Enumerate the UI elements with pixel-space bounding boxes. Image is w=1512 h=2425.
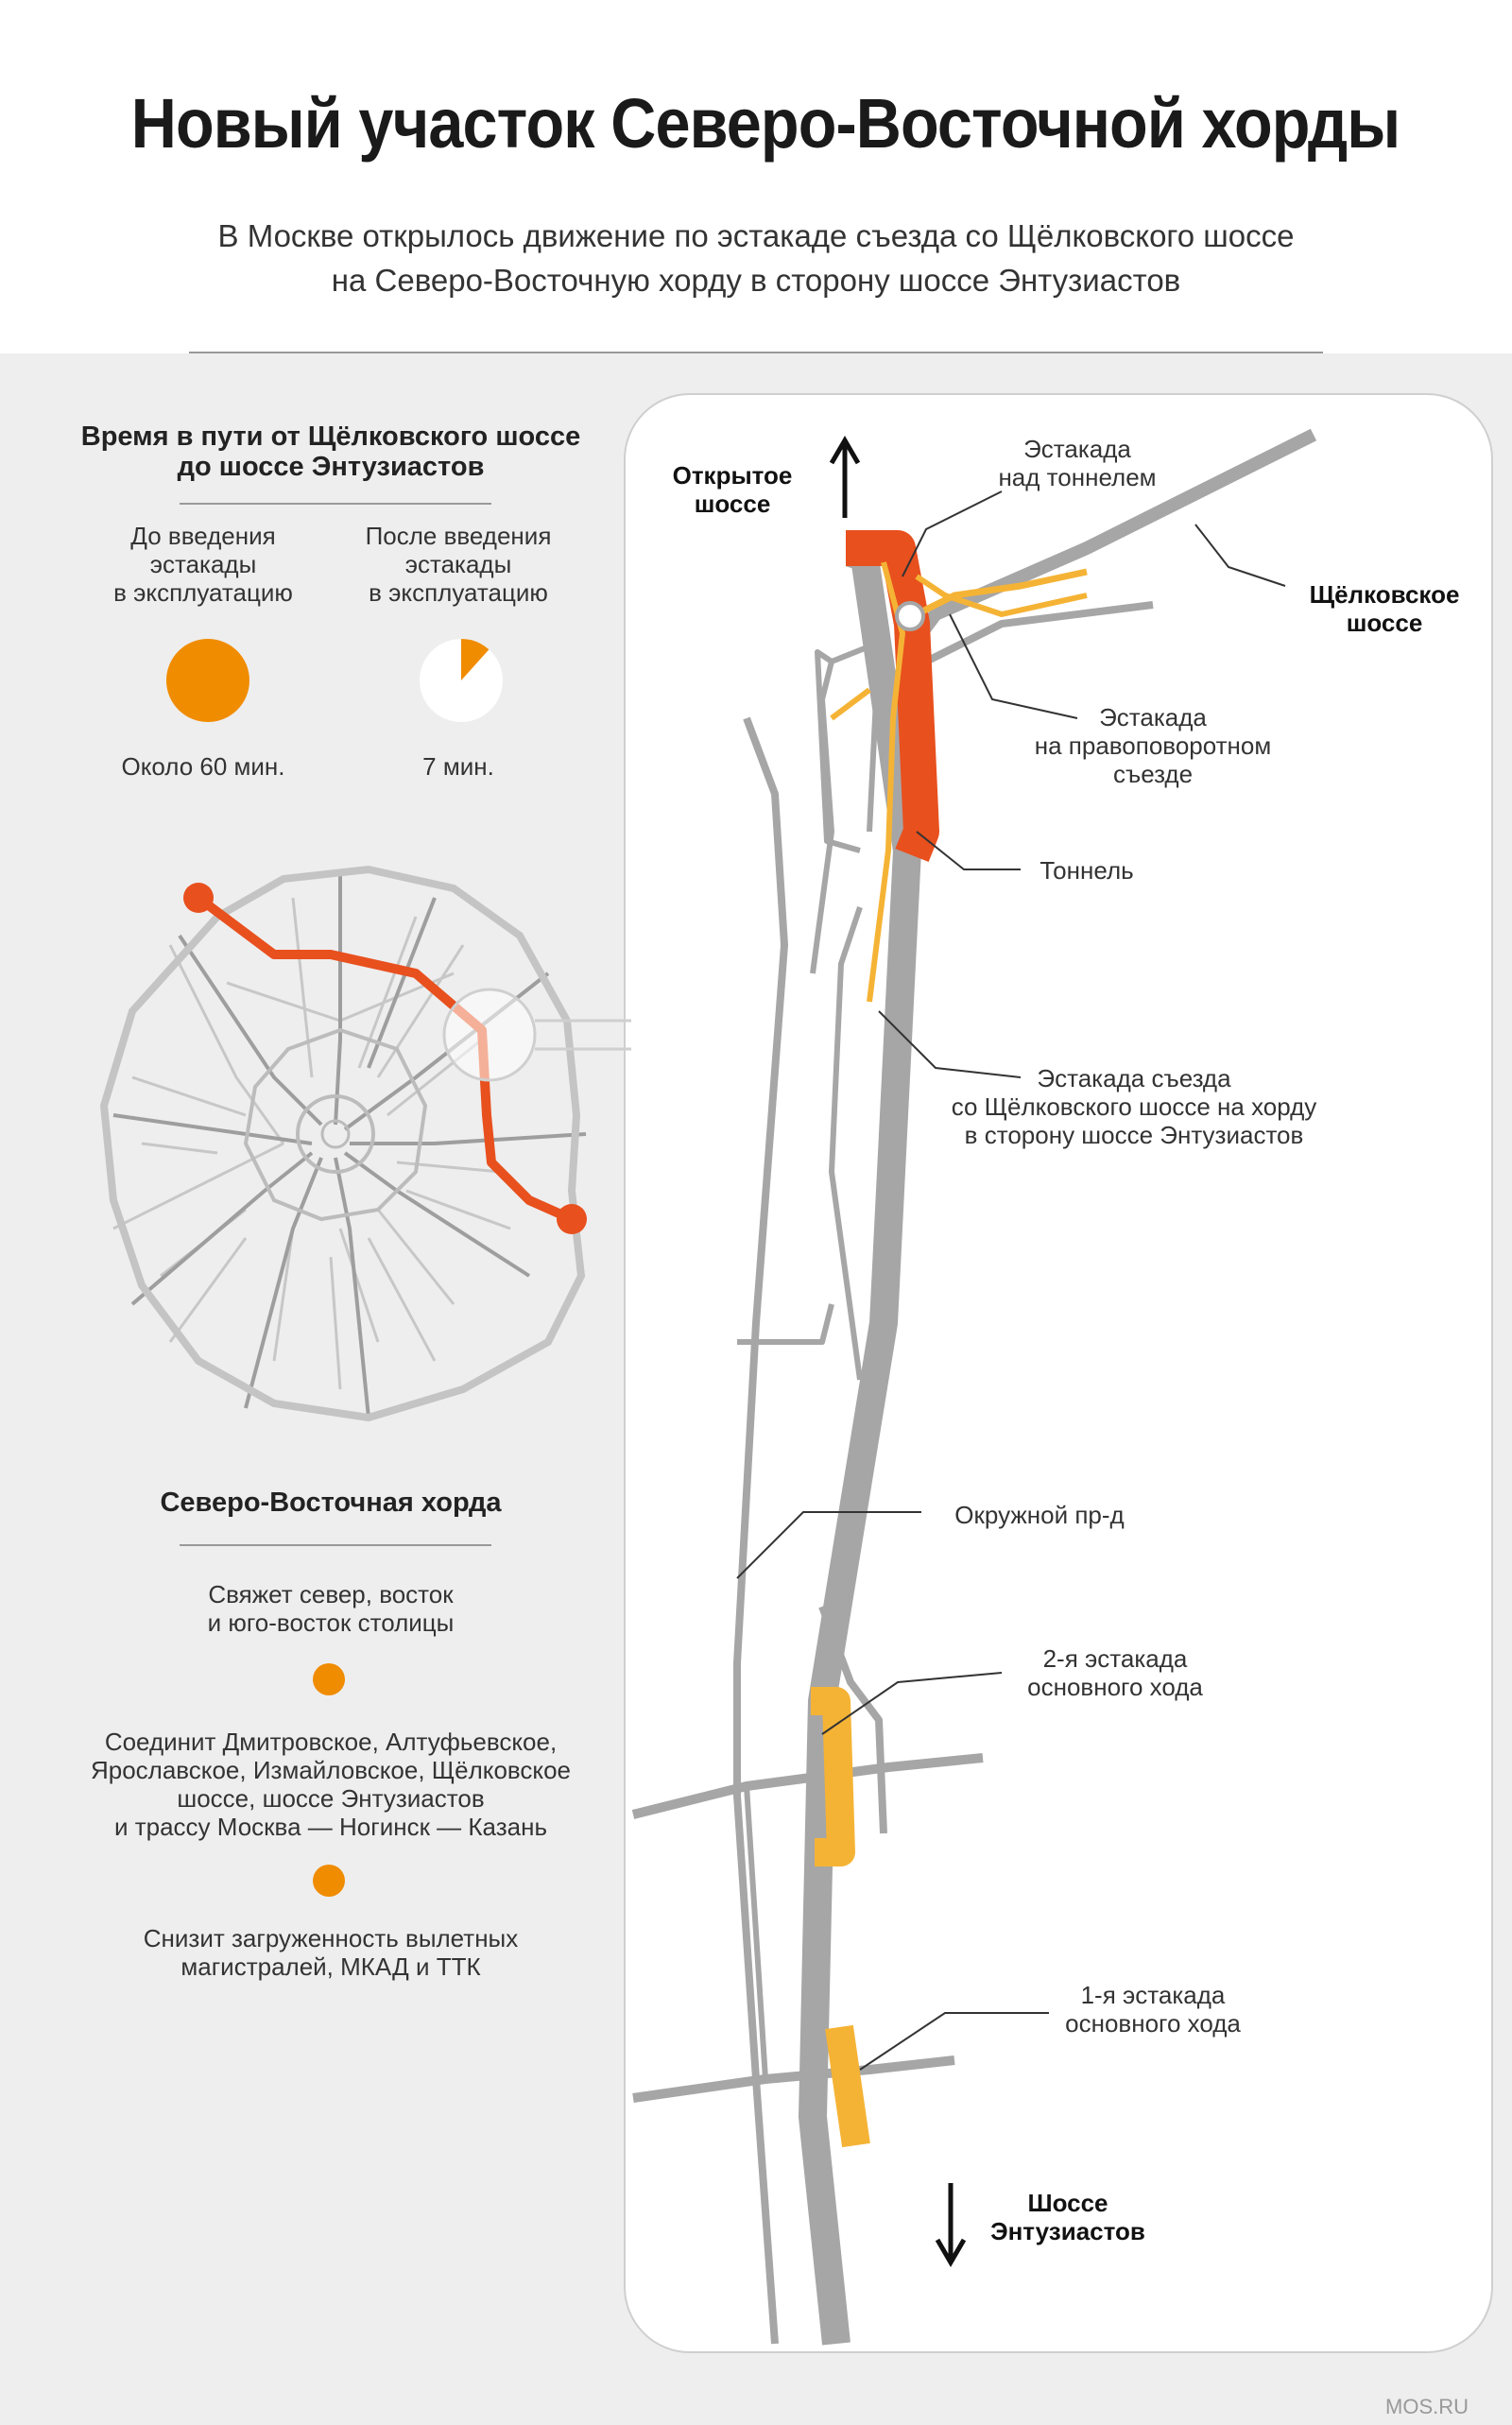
chord-divider (180, 1544, 491, 1546)
mkad-ring (99, 865, 586, 1422)
boulevard-ring (320, 1119, 351, 1149)
header-divider (189, 352, 1323, 353)
third-ring (243, 1027, 428, 1222)
chord-item-3: Снизит загруженность вылетных магистрале… (38, 1924, 624, 1981)
label-otkrytoe-shosse: Открытое шоссе (652, 461, 813, 518)
subtitle-line-1: В Москве открылось движение по эстакаде … (217, 218, 1295, 253)
label-line: со Щёлковского шоссе на хорду (951, 1092, 1317, 1121)
garden-ring (296, 1094, 375, 1174)
label-estakada-1: 1-я эстакада основного хода (1040, 1981, 1266, 2038)
travel-time-divider (180, 503, 491, 505)
label-line: основного хода (1027, 1673, 1203, 1701)
chord-item-2: Соединит Дмитровское, Алтуфьевское, Ярос… (38, 1728, 624, 1841)
bullet-dot (313, 1663, 345, 1695)
before-label-line: До введения (130, 522, 276, 550)
moscow-overview-map (99, 865, 631, 1422)
chord-item-line: и юго-восток столицы (207, 1608, 455, 1637)
chord-item-line: Ярославское, Измайловское, Щёлковское (90, 1756, 572, 1784)
route-start-point (183, 883, 214, 913)
after-time-pie (461, 639, 490, 680)
label-okruzhnoy: Окружной пр-д (954, 1501, 1125, 1529)
before-value: Около 60 мин. (121, 752, 285, 781)
label-line: Эстакада (1099, 703, 1207, 731)
label-shchelkovskoe-shosse: Щёлковское шоссе (1285, 580, 1484, 637)
label-line: Щёлковское (1309, 580, 1460, 609)
after-value: 7 мин. (422, 752, 494, 781)
label-shosse-entuziastov: Шоссе Энтузиастов (973, 2189, 1162, 2245)
before-time-circle (165, 639, 249, 722)
after-label-line: в эксплуатацию (369, 578, 548, 607)
travel-time-heading-line-1: Время в пути от Щёлковского шоссе (80, 421, 581, 452)
label-line: 2-я эстакада (1042, 1644, 1188, 1673)
chord-item-line: и трассу Москва — Ногинск — Казань (113, 1813, 548, 1841)
after-label-line: После введения (365, 522, 552, 550)
chord-item-line: Свяжет север, восток (208, 1580, 454, 1608)
label-line: Шоссе (1027, 2189, 1108, 2217)
page-subtitle: В Москве открылось движение по эстакаде … (0, 214, 1512, 302)
subtitle-line-2: на Северо-Восточную хорду в сторону шосс… (331, 263, 1181, 298)
before-label-line: эстакады (149, 550, 257, 578)
label-tonnel: Тоннель (1040, 856, 1134, 885)
before-label-line: в эксплуатацию (113, 578, 293, 607)
label-line: основного хода (1065, 2009, 1241, 2038)
label-line: в сторону шоссе Энтузиастов (964, 1121, 1304, 1149)
chord-item-line: магистралей, МКАД и ТТК (180, 1952, 481, 1981)
label-estakada-2: 2-я эстакада основного хода (1002, 1644, 1228, 1701)
map-panel (624, 393, 1493, 2353)
chord-item-line: Снизит загруженность вылетных (143, 1924, 519, 1952)
travel-time-heading: Время в пути от Щёлковского шоссе до шос… (38, 421, 624, 482)
travel-time-heading-line-2: до шоссе Энтузиастов (177, 452, 485, 482)
after-label-line: эстакады (404, 550, 512, 578)
chord-item-line: Соединит Дмитровское, Алтуфьевское, (104, 1728, 558, 1756)
before-label: До введения эстакады в эксплуатацию (61, 522, 345, 607)
after-time-circle (420, 639, 503, 722)
bullet-dot (313, 1865, 345, 1897)
label-estakada-sezda: Эстакада съезда со Щёлковского шоссе на … (917, 1064, 1351, 1149)
label-line: Эстакада (1023, 435, 1131, 463)
chord-heading: Северо-Восточная хорда (160, 1488, 502, 1518)
page-title: Новый участок Северо-Восточной хорды (130, 84, 1400, 163)
after-label: После введения эстакады в эксплуатацию (317, 522, 600, 607)
chord-item-line: шоссе, шоссе Энтузиастов (177, 1784, 485, 1813)
label-line: над тоннелем (998, 463, 1157, 491)
label-line: Открытое (672, 461, 793, 490)
chord-item-1: Свяжет север, восток и юго-восток столиц… (38, 1580, 624, 1637)
zoom-highlight-circle (442, 988, 537, 1082)
label-line: 1-я эстакада (1080, 1981, 1226, 2009)
label-estakada-pravopovorotnom: Эстакада на правоповоротном съезде (1002, 703, 1304, 788)
label-estakada-nad-tonnelem: Эстакада над тоннелем (954, 435, 1200, 491)
before-time-pie (165, 639, 249, 722)
label-line: на правоповоротном (1034, 731, 1272, 760)
label-line: Энтузиастов (990, 2217, 1145, 2245)
source-logo: MOS.RU (1385, 2395, 1469, 2418)
label-line: Эстакада съезда (1037, 1064, 1231, 1092)
label-line: шоссе (694, 490, 771, 518)
label-line: шоссе (1346, 609, 1423, 637)
route-end-point (557, 1204, 587, 1234)
label-line: съезде (1112, 760, 1194, 788)
zoom-connector (535, 1019, 631, 1051)
